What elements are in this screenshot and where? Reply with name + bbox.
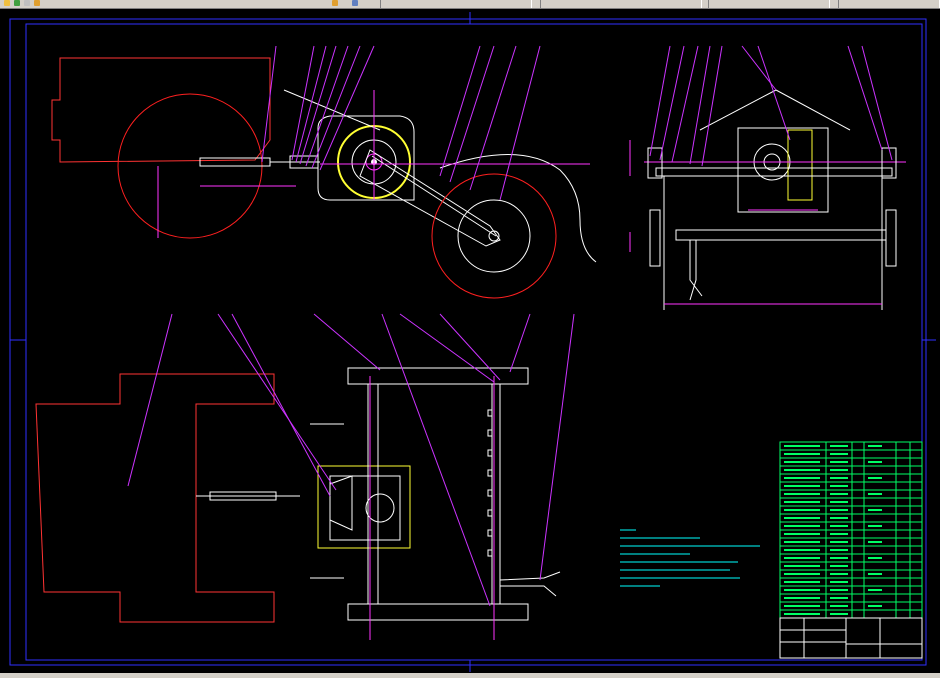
part-name-mark (830, 453, 848, 455)
cad-toolbar (0, 0, 940, 9)
part-name-mark (830, 549, 848, 551)
side-view (51, 45, 597, 299)
part-name-mark (830, 597, 848, 599)
parts-list-rows (780, 449, 922, 611)
part-name-mark (830, 493, 848, 495)
status-strip (0, 673, 940, 678)
part-name-mark (830, 477, 848, 479)
part-name-mark (830, 469, 848, 471)
part-name-mark (830, 573, 848, 575)
open-icon[interactable] (4, 0, 10, 6)
technical-notes (620, 529, 760, 587)
parts-list-entries (784, 445, 882, 615)
part-name-mark (830, 461, 848, 463)
part-code-mark (784, 613, 820, 615)
part-code-mark (784, 485, 820, 487)
part-code-mark (784, 597, 820, 599)
part-code-mark (784, 517, 820, 519)
layer-icon[interactable] (352, 0, 358, 6)
part-code-mark (784, 581, 820, 583)
print-icon[interactable] (24, 0, 30, 6)
part-code-mark (784, 477, 820, 479)
part-material-mark (868, 573, 882, 575)
part-material-mark (868, 445, 882, 447)
part-name-mark (830, 525, 848, 527)
tab-1[interactable] (380, 0, 532, 8)
part-code-mark (784, 509, 820, 511)
part-code-mark (784, 469, 820, 471)
cad-drawing-canvas[interactable] (0, 9, 940, 673)
part-material-mark (868, 525, 882, 527)
rear-view (629, 45, 906, 310)
part-name-mark (830, 509, 848, 511)
tab-4[interactable] (838, 0, 940, 8)
part-name-mark (830, 613, 848, 615)
part-material-mark (868, 493, 882, 495)
save-icon[interactable] (14, 0, 20, 6)
part-code-mark (784, 557, 820, 559)
part-code-mark (784, 461, 820, 463)
part-code-mark (784, 605, 820, 607)
part-name-mark (830, 581, 848, 583)
part-material-mark (868, 461, 882, 463)
part-code-mark (784, 533, 820, 535)
top-view (35, 313, 575, 640)
part-name-mark (830, 517, 848, 519)
part-code-mark (784, 549, 820, 551)
part-material-mark (868, 557, 882, 559)
frame-center-marks (10, 12, 936, 672)
part-material-mark (868, 509, 882, 511)
part-code-mark (784, 589, 820, 591)
undo-icon[interactable] (34, 0, 40, 6)
part-material-mark (868, 541, 882, 543)
part-name-mark (830, 541, 848, 543)
part-code-mark (784, 501, 820, 503)
part-code-mark (784, 573, 820, 575)
tab-3[interactable] (708, 0, 830, 8)
part-code-mark (784, 525, 820, 527)
part-name-mark (830, 445, 848, 447)
part-name-mark (830, 565, 848, 567)
title-block (779, 617, 923, 659)
render-icon[interactable] (332, 0, 338, 6)
part-material-mark (868, 589, 882, 591)
part-name-mark (830, 557, 848, 559)
part-name-mark (830, 589, 848, 591)
part-code-mark (784, 565, 820, 567)
drawing-frame (9, 18, 927, 666)
part-code-mark (784, 445, 820, 447)
part-code-mark (784, 493, 820, 495)
part-name-mark (830, 533, 848, 535)
part-code-mark (784, 541, 820, 543)
part-name-mark (830, 485, 848, 487)
part-code-mark (784, 453, 820, 455)
part-name-mark (830, 501, 848, 503)
part-name-mark (830, 605, 848, 607)
part-material-mark (868, 477, 882, 479)
tab-2[interactable] (540, 0, 702, 8)
part-material-mark (868, 605, 882, 607)
